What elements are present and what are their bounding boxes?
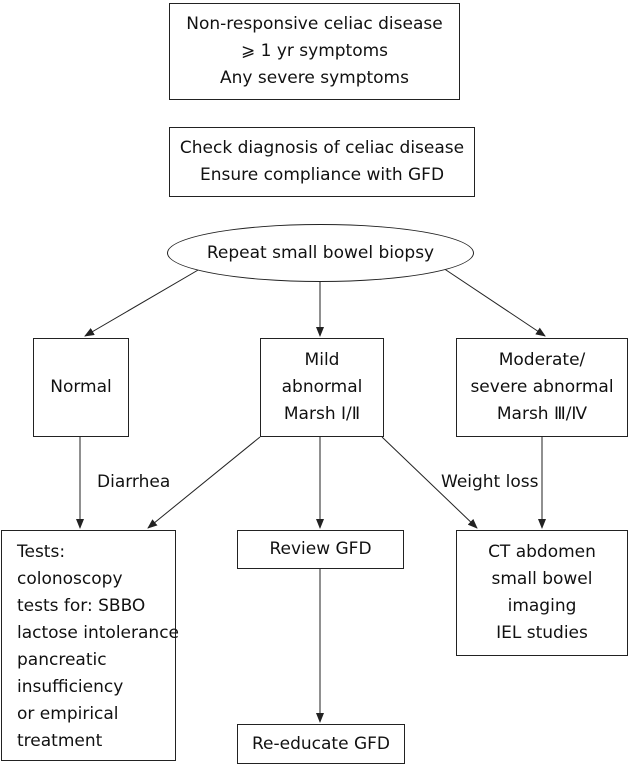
arrow-mild-to-tests (147, 436, 261, 529)
box-text-line: ⩾ 1 yr symptoms (240, 41, 389, 61)
arrow-mild-to-ct (381, 436, 478, 529)
box-reeducate-gfd: Re-educate GFD (237, 724, 405, 764)
ellipse-repeat-biopsy: Repeat small bowel biopsy (167, 224, 474, 282)
box-normal: Normal (33, 338, 129, 437)
box-text-line: Tests: (17, 542, 66, 562)
box-text-line: Check diagnosis of celiac disease (179, 138, 465, 158)
box-text-line: Re-educate GFD (251, 733, 390, 754)
box-text-line: CT abdomen (488, 542, 596, 562)
box-text-line: Marsh Ⅲ/Ⅳ (496, 404, 588, 424)
box-text-line: tests for: SBBO (17, 596, 146, 616)
box-text-line: Non-responsive celiac disease (186, 14, 443, 34)
box-text-line: lactose intolerance (17, 623, 180, 643)
box-text-line: IEL studies (496, 623, 588, 643)
box-text-line: pancreatic (17, 650, 107, 670)
box-text-line: abnormal (281, 377, 363, 397)
box-nonresponsive-celiac: Non-responsive celiac disease ⩾ 1 yr sym… (169, 3, 460, 100)
box-text-line: Ensure compliance with GFD (199, 165, 445, 185)
box-text-line: insufficiency (17, 677, 124, 697)
ellipse-text: Repeat small bowel biopsy (206, 243, 435, 263)
arrow-biopsy-to-normal (84, 265, 206, 337)
box-text-line: or empirical (17, 704, 119, 724)
box-ct-abdomen: CT abdomen small bowel imaging IEL studi… (456, 530, 628, 656)
box-tests: Tests: colonoscopy tests for: SBBO lacto… (1, 530, 180, 761)
box-text-line: Any severe symptoms (220, 68, 409, 88)
box-text-line: Marsh Ⅰ/Ⅱ (283, 404, 361, 424)
box-text-line: imaging (507, 596, 577, 616)
box-text-line: small bowel (491, 569, 593, 589)
box-check-diagnosis: Check diagnosis of celiac disease Ensure… (169, 127, 475, 197)
box-text-line: Normal (50, 377, 112, 397)
box-moderate-severe-abnormal: Moderate/ severe abnormal Marsh Ⅲ/Ⅳ (456, 338, 628, 437)
box-text-line: Moderate/ (498, 350, 586, 370)
edge-label-diarrhea: Diarrhea (97, 472, 171, 492)
box-text-line: Mild (304, 350, 340, 370)
box-review-gfd: Review GFD (237, 530, 404, 569)
box-text-line: Review GFD (269, 539, 372, 559)
box-mild-abnormal: Mild abnormal Marsh Ⅰ/Ⅱ (260, 338, 384, 437)
arrow-biopsy-to-moderate (439, 265, 546, 337)
edge-label-weight-loss: Weight loss (441, 472, 539, 492)
box-text-line: colonoscopy (17, 569, 123, 589)
box-text-line: treatment (17, 731, 103, 751)
box-text-line: severe abnormal (470, 377, 614, 397)
